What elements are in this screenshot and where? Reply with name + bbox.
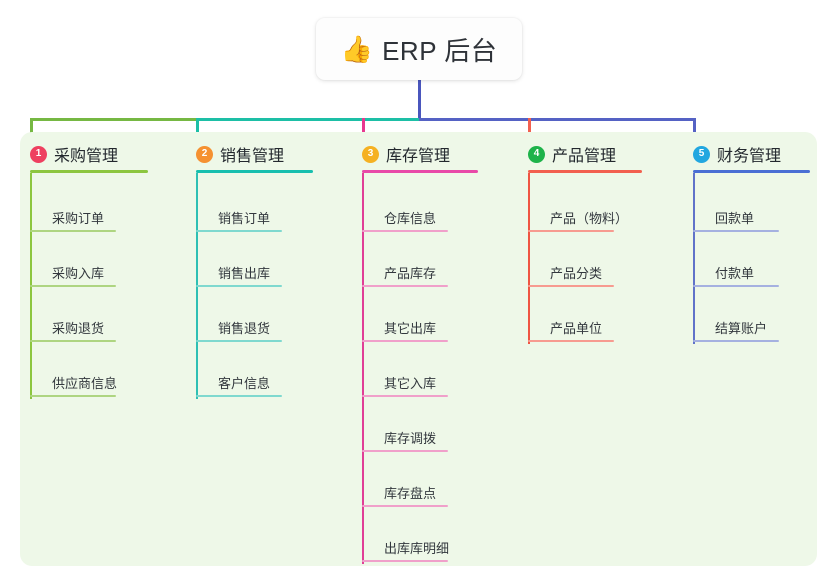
column-header-2[interactable]: 2 销售管理 (196, 142, 284, 166)
column-spine-5 (693, 173, 695, 344)
leaf-label: 采购退货 (52, 321, 105, 336)
column-header-1[interactable]: 1 采购管理 (30, 142, 118, 166)
leaf-rule (693, 340, 779, 342)
leaf-rule (362, 285, 448, 287)
leaf-rule (693, 285, 779, 287)
column-spine-4 (528, 173, 530, 344)
leaf-rule (196, 230, 282, 232)
leaf-rule (30, 285, 116, 287)
leaf-rule (362, 395, 448, 397)
leaf-label: 库存盘点 (384, 486, 437, 501)
branches-panel (20, 132, 817, 566)
leaf-rule (30, 395, 116, 397)
trunk-connector (417, 80, 421, 121)
leaf-label: 回款单 (715, 211, 755, 226)
column-header-5[interactable]: 5 财务管理 (693, 142, 781, 166)
column-header-4[interactable]: 4 产品管理 (528, 142, 616, 166)
column-rule-5 (693, 170, 810, 173)
column-title-2: 销售管理 (220, 148, 285, 165)
root-title: ERP 后台 (382, 35, 498, 66)
leaf-label: 付款单 (715, 266, 755, 281)
leaf-rule (528, 285, 614, 287)
leaf-label: 客户信息 (218, 376, 271, 391)
column-badge-4: 4 (528, 145, 545, 163)
leaf-label: 销售订单 (218, 211, 271, 226)
leaf-rule (362, 230, 448, 232)
leaf-label: 其它入库 (384, 376, 437, 391)
leaf-rule (693, 230, 779, 232)
leaf-label: 产品单位 (550, 321, 603, 336)
leaf-rule (362, 340, 448, 342)
column-rule-2 (196, 170, 313, 173)
leaf-rule (528, 230, 614, 232)
leaf-rule (362, 450, 448, 452)
thumbs-up-emoji: 👍 (340, 34, 374, 64)
leaf-label: 采购入库 (52, 266, 105, 281)
root-node[interactable]: 👍 ERP 后台 (316, 18, 522, 80)
leaf-label: 产品分类 (550, 266, 603, 281)
leaf-label: 仓库信息 (384, 211, 437, 226)
column-badge-2: 2 (196, 145, 213, 163)
bus-segment-teal (196, 118, 419, 121)
column-spine-3 (362, 173, 364, 564)
leaf-label: 产品（物料） (550, 211, 629, 226)
leaf-rule (362, 560, 448, 562)
leaf-rule (196, 340, 282, 342)
leaf-label: 出库库明细 (384, 541, 450, 556)
leaf-rule (30, 230, 116, 232)
leaf-label: 销售出库 (218, 266, 271, 281)
leaf-label: 结算账户 (715, 321, 768, 336)
column-rule-3 (362, 170, 478, 173)
leaf-label: 其它出库 (384, 321, 437, 336)
column-rule-1 (30, 170, 148, 173)
leaf-label: 采购订单 (52, 211, 105, 226)
leaf-rule (30, 340, 116, 342)
leaf-rule (528, 340, 614, 342)
column-title-3: 库存管理 (386, 148, 451, 165)
column-header-3[interactable]: 3 库存管理 (362, 142, 450, 166)
bus-segment-green (30, 118, 196, 121)
column-title-1: 采购管理 (54, 148, 119, 165)
leaf-rule (362, 505, 448, 507)
leaf-label: 库存调拨 (384, 431, 437, 446)
column-badge-3: 3 (362, 145, 379, 163)
leaf-label: 供应商信息 (52, 376, 118, 391)
column-rule-4 (528, 170, 642, 173)
leaf-label: 销售退货 (218, 321, 271, 336)
column-badge-5: 5 (693, 145, 710, 163)
column-title-5: 财务管理 (717, 148, 782, 165)
leaf-rule (196, 285, 282, 287)
column-title-4: 产品管理 (552, 148, 617, 165)
leaf-label: 产品库存 (384, 266, 437, 281)
bus-segment-blue (419, 118, 696, 121)
column-badge-1: 1 (30, 145, 47, 163)
leaf-rule (196, 395, 282, 397)
